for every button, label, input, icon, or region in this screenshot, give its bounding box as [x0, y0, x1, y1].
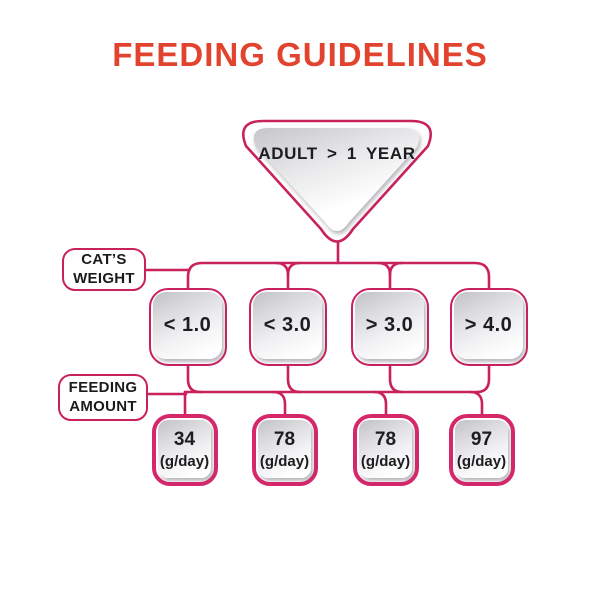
weight-value: > 4.0: [464, 314, 513, 336]
amount-unit: (g/day): [259, 452, 310, 470]
amount-unit: (g/day): [159, 452, 210, 470]
weight-node-2: < 3.0: [249, 288, 327, 366]
amount-value: 34: [173, 428, 196, 450]
amount-node-4-sheet: 97 (g/day): [455, 420, 508, 478]
amount-node-2-sheet: 78 (g/day): [258, 420, 311, 478]
row-label-line: CAT’S: [81, 251, 127, 269]
row-label-line: WEIGHT: [73, 269, 135, 287]
amount-unit: (g/day): [360, 452, 411, 470]
weight-drop-3-fillet: [388, 261, 404, 277]
page-title: FEEDING GUIDELINES: [112, 36, 488, 73]
row-label-line: AMOUNT: [69, 397, 137, 415]
row-label-cats-weight: CAT’S WEIGHT: [62, 248, 146, 291]
amount-drop-3: [372, 390, 388, 417]
weight-value: < 3.0: [263, 314, 312, 336]
row-label-line: FEEDING: [68, 379, 138, 397]
weight-value: > 3.0: [365, 314, 414, 336]
weight-drop-2-fillet: [286, 261, 302, 277]
root-node-label: ADULT > 1 YEAR: [258, 144, 416, 163]
amount-node-4: 97 (g/day): [449, 414, 515, 486]
amount-node-2: 78 (g/day): [252, 414, 318, 486]
connector-lines: [144, 238, 491, 417]
weight-node-1: < 1.0: [149, 288, 227, 366]
amount-node-3-sheet: 78 (g/day): [359, 420, 412, 478]
amount-unit: (g/day): [456, 452, 507, 470]
weight-node-3-sheet: > 3.0: [355, 292, 424, 359]
weight3-down-line: [388, 363, 404, 394]
root-node-shape: [242, 119, 432, 243]
amount-value: 78: [273, 428, 296, 450]
amount-bus-line: [186, 363, 491, 394]
amount-node-1-sheet: 34 (g/day): [158, 420, 211, 478]
weight-value: < 1.0: [163, 314, 212, 336]
amount-value: 78: [374, 428, 397, 450]
weight-node-3: > 3.0: [351, 288, 429, 366]
amount-value: 97: [470, 428, 493, 450]
weight-drop-2: [274, 261, 290, 290]
weight-node-4-sheet: > 4.0: [454, 292, 523, 359]
row-label-feeding-amount: FEEDING AMOUNT: [58, 374, 148, 421]
amount-drop-4: [468, 390, 484, 417]
weight-bus-line: [186, 261, 491, 290]
weight2-down-line: [286, 363, 302, 394]
weight-node-4: > 4.0: [450, 288, 528, 366]
amount-drop-2: [271, 390, 287, 417]
weight-node-1-sheet: < 1.0: [153, 292, 222, 359]
root-triangle-sheet: [253, 128, 420, 231]
weight-node-2-sheet: < 3.0: [253, 292, 322, 359]
weight-drop-3: [376, 261, 392, 290]
amount-node-3: 78 (g/day): [353, 414, 419, 486]
amount-node-1: 34 (g/day): [152, 414, 218, 486]
